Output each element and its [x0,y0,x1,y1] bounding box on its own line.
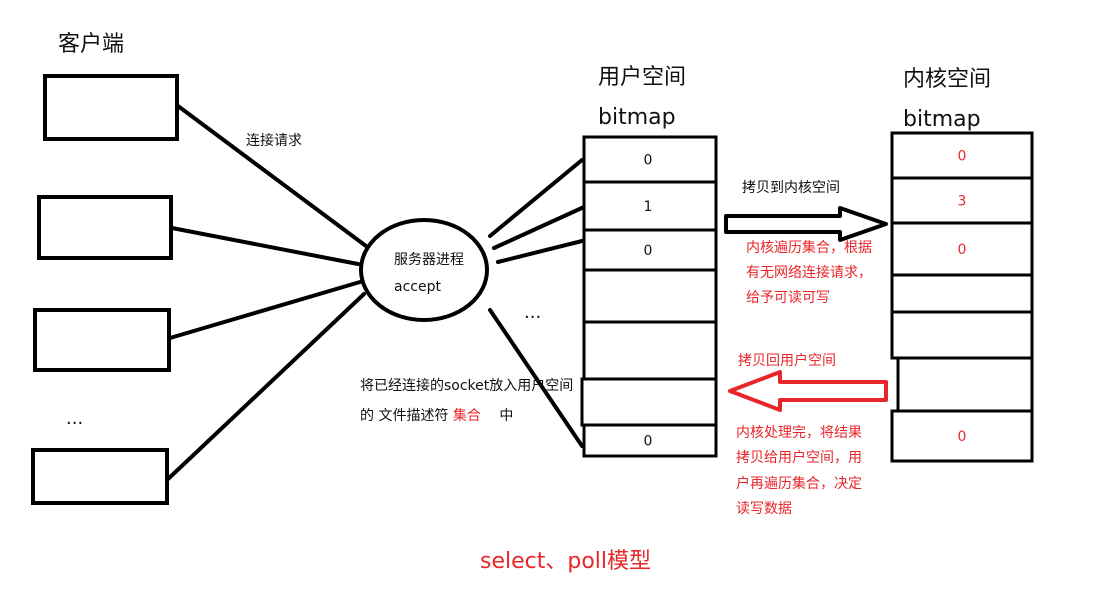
user-space-cell-6 [580,377,718,427]
kernel-space-title: 内核空间 [903,67,991,92]
copy-back-arrow [728,370,888,412]
kernel-space-cell-3 [890,221,1034,277]
client-box-4 [31,448,169,505]
kernel-space-cell-2 [890,176,1034,225]
connection-line-4 [165,292,366,482]
kernel-space-cell-6 [896,356,1034,413]
kernel-space-cell-1 [890,131,1034,180]
user-space-cell-value: 0 [644,243,653,259]
user-space-cell-4 [582,268,718,324]
user-space-cell-value: 0 [644,153,653,169]
note-put-highlight: 集合 [453,407,481,424]
user-space-bitmap: 0 1 0 0 [580,135,718,458]
copy-to-kernel-label: 拷贝到内核空间 [742,180,840,196]
kernel-done-line4: 读写数据 [736,500,792,517]
note-put-line2: 的 文件描述符 集合 中 [360,407,513,424]
connection-label: 连接请求 [246,132,302,149]
kernel-space-cell-5 [890,310,1034,360]
user-space-cell-3 [582,228,718,272]
connection-line-1 [176,104,368,248]
kernel-done-line3: 户再遍历集合，决定 [736,475,862,492]
kernel-space-subtitle: bitmap [903,107,981,132]
user-space-cell-2 [582,180,718,232]
connection-line-3 [168,280,362,340]
user-space-subtitle: bitmap [598,105,676,130]
client-box-1 [43,74,179,141]
kernel-done-line1: 内核处理完，将结果 [736,425,862,441]
server-label: 服务器进程 [394,252,464,268]
server-accept-label: accept [394,279,441,295]
diagram-title: select、poll模型 [480,549,651,574]
kernel-space-cell-value: 0 [958,242,967,258]
kernel-space-bitmap: 0 3 0 0 [890,131,1034,463]
server-process-ellipse [359,218,489,322]
user-space-cell-value: 1 [644,199,653,215]
kernel-space-cell-value: 3 [958,194,967,210]
kernel-traverse-line3: 给予可读可写 [746,289,830,306]
user-space-title: 用户空间 [598,65,686,90]
client-title: 客户端 [58,32,124,57]
fd-line-2 [492,205,586,250]
kernel-traverse-line2: 有无网络连接请求， [746,264,872,281]
middle-ellipsis: ... [524,302,541,323]
kernel-space-cell-value: 0 [958,429,967,445]
client-box-3 [33,308,171,372]
note-put-line1: 将已经连接的socket放入用户空间 [360,377,573,394]
fd-line-3 [496,238,588,264]
kernel-done-line2: 拷贝给用户空间，用 [736,449,862,466]
fd-line-4 [488,308,584,448]
kernel-space-cell-value: 0 [958,149,967,165]
kernel-space-cell-7 [890,409,1034,463]
kernel-space-cell-4 [890,273,1034,314]
user-space-cell-7 [582,423,718,458]
copy-to-kernel-arrow [724,206,888,242]
copy-back-label: 拷贝回用户空间 [738,352,836,369]
client-box-2 [37,195,173,260]
fd-line-1 [488,158,584,238]
kernel-traverse-line1: 内核遍历集合，根据 [746,239,872,256]
note-put-suffix: 中 [499,408,513,424]
user-space-cell-1 [582,135,718,184]
note-put-prefix: 的 文件描述符 [360,408,453,424]
user-space-cell-5 [582,320,718,381]
user-space-cell-value: 0 [644,434,653,450]
client-ellipsis: ... [66,408,83,429]
connection-line-2 [170,226,360,266]
